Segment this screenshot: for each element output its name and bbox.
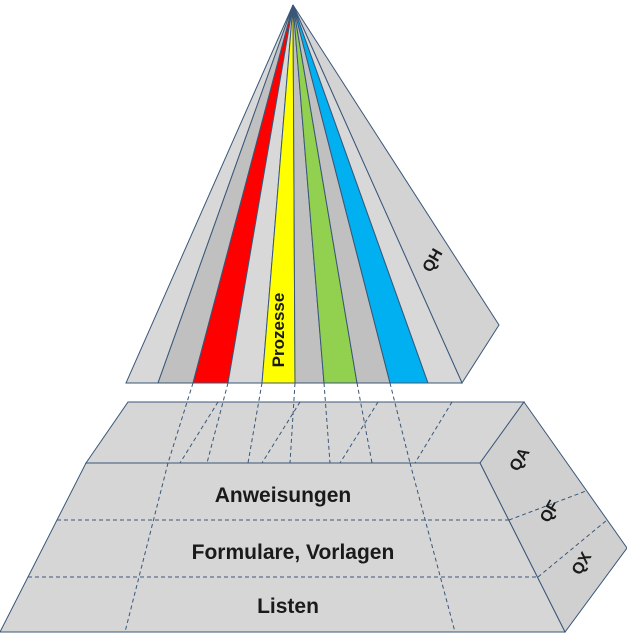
dashed-guides bbox=[28, 382, 608, 633]
base-block bbox=[0, 401, 627, 633]
base-front-face bbox=[0, 462, 566, 633]
pyramid-sector-6 bbox=[292, 4, 463, 384]
row-label-anweisungen: Anweisungen bbox=[215, 484, 352, 507]
process-label: Prozesse bbox=[269, 293, 288, 368]
pyramid bbox=[125, 4, 500, 385]
base-top-face bbox=[85, 401, 525, 464]
row-label-listen: Listen bbox=[257, 595, 319, 618]
row-label-formulare: Formulare, Vorlagen bbox=[192, 541, 395, 564]
